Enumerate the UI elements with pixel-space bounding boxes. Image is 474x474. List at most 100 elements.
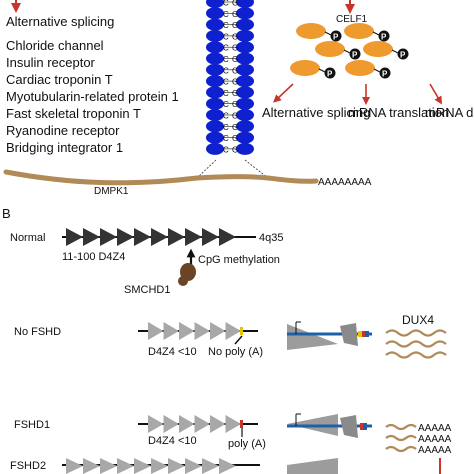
phospho-bond [318, 68, 326, 73]
phosphate-label: P [352, 51, 358, 60]
phosphate-group [397, 48, 409, 60]
repeat-letter: C [223, 32, 229, 41]
repeat-bead [236, 52, 254, 65]
repeat-bead [206, 97, 224, 110]
repeat-bead [236, 0, 254, 8]
repeat-letter: G [232, 44, 238, 53]
repeat-letter: G [232, 32, 238, 41]
repeat-bead [206, 18, 224, 31]
dux4-wavy-transcripts [385, 329, 447, 359]
d4z4-repeat-triangle [163, 415, 179, 433]
gene-list-item: Myotubularin-related protein 1 [6, 89, 179, 104]
repeat-letter: G [232, 66, 238, 75]
repeat-letter: C [223, 66, 229, 75]
celf1-protein [363, 41, 393, 57]
d4z4-repeat-triangle [225, 322, 241, 340]
d4z4-repeat-triangle [210, 415, 226, 433]
d4z4-repeat-triangle [179, 415, 195, 433]
repeat-bead [236, 75, 254, 88]
repeat-bead [206, 131, 224, 144]
repeat-bead [206, 52, 224, 65]
repeat-bead [236, 41, 254, 54]
repeat-letter: C [223, 78, 229, 87]
d4z4-repeat-triangle [66, 228, 83, 246]
repeat-bead [236, 7, 254, 20]
normal-repeat-count: 11-100 D4Z4 [62, 251, 125, 263]
phospho-bond [372, 31, 380, 36]
repeat-letter: C [223, 55, 229, 64]
phosphate-label: P [382, 70, 388, 79]
outcome-translation-label: mRNA translation [348, 105, 449, 120]
gene-list-item: Fast skeletal troponin T [6, 106, 141, 121]
alternative-splicing-heading: Alternative splicing [6, 14, 114, 29]
panel-a: Alternative splicing Chloride channel In… [3, 0, 474, 197]
repeat-bead [206, 142, 224, 155]
smchd1-blob-lower [178, 276, 188, 286]
repeat-bead [236, 120, 254, 133]
no-fshd-repeat-count: D4Z4 <10 [148, 346, 197, 358]
d4z4-repeat-triangle [168, 458, 185, 474]
celf1-protein [296, 23, 326, 39]
repeat-bead [236, 29, 254, 42]
repeat-letter: G [232, 123, 238, 132]
dmpk1-mrna [3, 169, 319, 186]
d4z4-repeat-triangle [210, 322, 226, 340]
d4z4-repeat-triangle [134, 228, 151, 246]
fshd2-d4z4-repeats [66, 458, 236, 474]
fshd1-row-label: FSHD1 [14, 419, 50, 431]
repeat-letter: C [223, 21, 229, 30]
repeat-bead [236, 109, 254, 121]
phosphate-label: P [381, 33, 387, 42]
gene-list-item: Cardiac troponin T [6, 72, 113, 87]
fshd1-polya-label: poly (A) [228, 438, 266, 450]
repeat-letter: G [232, 0, 238, 8]
repeat-bead [236, 142, 254, 155]
phosphate-label: P [327, 70, 333, 79]
d4z4-repeat-triangle [83, 228, 100, 246]
d4z4-repeat-triangle [100, 228, 117, 246]
no-fshd-polya-marker [240, 327, 243, 335]
repeat-letter: C [223, 100, 229, 109]
phosphate-group [378, 30, 390, 42]
repeat-bead [206, 7, 224, 20]
repeat-bead [236, 18, 254, 31]
celf1-protein [290, 60, 320, 76]
panel-b: B Normal 4q35 11-100 D4Z4 CpG methylatio… [2, 206, 452, 474]
hairpin-connector-right [244, 159, 269, 179]
gene-list-item: Insulin receptor [6, 55, 96, 70]
fshd2-row-label: FSHD2 [10, 460, 46, 472]
d4z4-repeat-triangle [83, 458, 100, 474]
phosphate-label: P [333, 33, 339, 42]
repeat-letter: G [232, 10, 238, 19]
repeat-letter: G [232, 55, 238, 64]
phosphate-group [379, 67, 391, 79]
fshd1-polyadenylated-transcripts: AAAAA AAAAA AAAAA [385, 423, 452, 456]
repeat-letter: C [223, 134, 229, 143]
no-fshd-d4z4-repeats [148, 322, 241, 340]
repeat-bead [236, 97, 254, 110]
polya-tail: AAAAA [418, 423, 452, 434]
d4z4-repeat-triangle [179, 322, 195, 340]
repeat-bead [206, 63, 224, 76]
d4z4-repeat-triangle [194, 322, 210, 340]
no-polya-label: No poly (A) [208, 346, 263, 358]
repeat-letter: G [232, 112, 238, 121]
phosphate-group [330, 30, 342, 42]
repeat-letter: G [232, 21, 238, 30]
fshd1-polya-marker [240, 420, 243, 428]
repeat-letter: C [223, 112, 229, 121]
d4z4-repeat-triangle [163, 322, 179, 340]
d4z4-repeat-triangle [219, 458, 236, 474]
d4z4-repeat-triangle [185, 228, 202, 246]
repeat-bead [206, 41, 224, 54]
smchd1-label: SMCHD1 [124, 284, 170, 296]
d4z4-repeat-triangle [219, 228, 236, 246]
gene-list: Chloride channel Insulin receptor Cardia… [6, 38, 179, 155]
chromosome-4q35-label: 4q35 [259, 232, 283, 244]
celf1-label: CELF1 [336, 14, 368, 25]
d4z4-repeat-triangle [202, 458, 219, 474]
fshd1-d4z4-repeats [148, 415, 241, 433]
repeat-bead [206, 29, 224, 42]
d4z4-repeat-triangle [202, 228, 219, 246]
